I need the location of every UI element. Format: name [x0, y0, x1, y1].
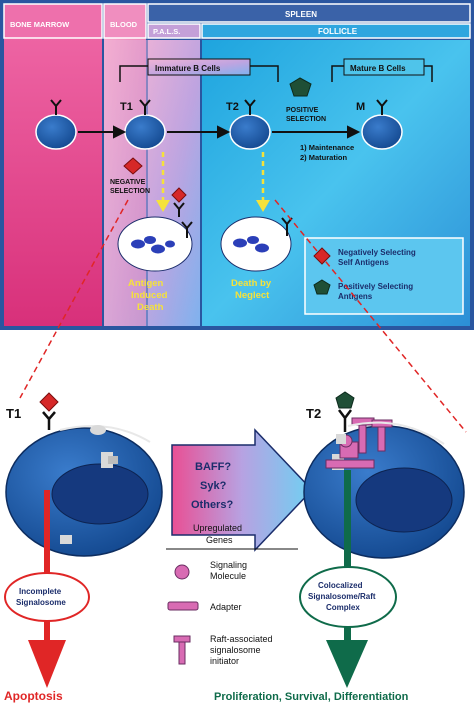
- bottom-t1-receptor-icon: [42, 411, 56, 430]
- outcome-maintenance: 1) Maintenance: [300, 143, 354, 152]
- outcome-maturation: 2) Maturation: [300, 153, 348, 162]
- upregulated-line2: Genes: [206, 535, 233, 545]
- bottom-t2-receptor-icon: [338, 409, 352, 432]
- antigen-death-line3: Death: [137, 302, 164, 313]
- neglect-death-line2: Neglect: [235, 290, 270, 301]
- legend-negative-line2: Self Antigens: [338, 258, 389, 267]
- apoptosis-arrow-shaft: [44, 490, 50, 640]
- header-bone-marrow-text: BONE MARROW: [10, 20, 70, 29]
- legend-raft-line3: initiator: [210, 656, 239, 666]
- antigen-death-line2: Induced: [131, 290, 168, 301]
- zoom-line-t2: [274, 199, 467, 433]
- arrow-text-syk: Syk?: [200, 480, 227, 492]
- adapter-icon: [167, 601, 199, 611]
- arrow-text-baff: BAFF?: [195, 461, 231, 473]
- immature-label: Immature B Cells: [155, 64, 221, 73]
- zoom-line-t1: [19, 199, 129, 399]
- upregulated-line1: Upregulated: [193, 523, 242, 533]
- legend-signaling-line1: Signaling: [210, 560, 247, 570]
- t1-cell: [124, 99, 166, 150]
- positive-selection-line1: POSITIVE: [286, 107, 319, 114]
- incomplete-line1: Incomplete: [19, 587, 62, 596]
- arrow-head-left: [156, 200, 170, 212]
- colocalized-oval: [299, 566, 397, 628]
- header-blood: [103, 3, 147, 39]
- legend-positive-icon: [313, 279, 331, 295]
- legend-positive-line1: Positively Selecting: [338, 282, 413, 291]
- signaling-molecule-icon: [174, 564, 190, 580]
- t1-oval-fragment: [90, 425, 106, 435]
- bottom-t1-antigen-icon: [39, 392, 59, 412]
- bone-marrow-region: [4, 4, 102, 326]
- header-follicle-text: FOLLICLE: [318, 27, 358, 36]
- negative-antigen-icon: [123, 157, 143, 175]
- t1-fragment-c: [60, 535, 72, 544]
- header-pals: [147, 23, 201, 39]
- neglect-death-line1: Death by: [231, 278, 272, 289]
- bottom-t1-nucleus: [51, 463, 149, 525]
- bottom-t2-label: T2: [306, 406, 321, 421]
- header-bone-marrow: [3, 3, 103, 39]
- bottom-t2-antigen-icon: [335, 391, 355, 409]
- upregulation-arrow: [171, 428, 314, 552]
- bound-receptor-icon: [173, 202, 185, 217]
- positive-antigen-icon: [289, 77, 312, 97]
- header-spleen-text: SPLEEN: [285, 10, 317, 19]
- legend-raft-line1: Raft-associated: [210, 634, 273, 644]
- bound-antigen-icon: [171, 187, 187, 203]
- header-spleen: [147, 3, 471, 23]
- legend-negative-line1: Negatively Selecting: [338, 248, 416, 257]
- apoptosis-label: Apoptosis: [4, 689, 63, 703]
- t1-fragment-b: [108, 456, 118, 464]
- t2-membrane-highlight: [347, 421, 445, 445]
- dead-cell-receptor-left: [181, 221, 193, 238]
- incomplete-line2: Signalosome: [16, 598, 66, 607]
- header-follicle: [201, 23, 471, 39]
- top-legend-box: [304, 237, 464, 315]
- t2-label: T2: [226, 101, 239, 113]
- survival-arrow-head: [326, 640, 368, 688]
- arrow-text-others: Others?: [191, 499, 233, 511]
- colocalized-line1: Colocalized: [318, 581, 363, 590]
- apoptosis-arrow-head: [28, 640, 66, 688]
- incomplete-signalosome-oval: [4, 572, 90, 622]
- bottom-t1-label: T1: [6, 406, 21, 421]
- bone-marrow-cell: [35, 99, 77, 150]
- header-pals-text: P.A.L.S.: [153, 27, 180, 36]
- mature-label: Mature B Cells: [350, 64, 406, 73]
- positive-selection-line2: SELECTION: [286, 116, 326, 123]
- blood-pals-overlap: [104, 40, 200, 326]
- progression-arrows: [78, 125, 361, 139]
- immature-label-box: [147, 58, 251, 76]
- negative-selection-line2: SELECTION: [110, 188, 150, 195]
- mature-cell: [361, 99, 403, 150]
- legend-signaling-line2: Molecule: [210, 571, 246, 581]
- neglect-dead-cell: [220, 216, 292, 272]
- bottom-t2-nucleus: [355, 467, 453, 533]
- t1-label: T1: [120, 101, 133, 113]
- colocalized-line2: Signalosome/Raft: [308, 592, 376, 601]
- survival-arrow-shaft: [344, 470, 351, 640]
- mature-label-box: [343, 58, 425, 76]
- antigen-death-line1: Antigen: [128, 278, 164, 289]
- mature-label-m: M: [356, 101, 365, 113]
- legend-adapter: Adapter: [210, 602, 242, 612]
- antigen-induced-dead-cell: [117, 216, 193, 272]
- raft-initiator-icon: [173, 635, 191, 665]
- legend-raft-line2: signalosome: [210, 645, 261, 655]
- colocalized-line3: Complex: [326, 603, 360, 612]
- header-blood-text: BLOOD: [110, 20, 138, 29]
- survival-label: Proliferation, Survival, Differentiation: [214, 691, 409, 703]
- negative-selection-line1: NEGATIVE: [110, 179, 146, 186]
- t1-membrane-highlight: [59, 425, 151, 443]
- death-dashed-arrows: [161, 152, 265, 200]
- arrow-head-right: [256, 200, 270, 212]
